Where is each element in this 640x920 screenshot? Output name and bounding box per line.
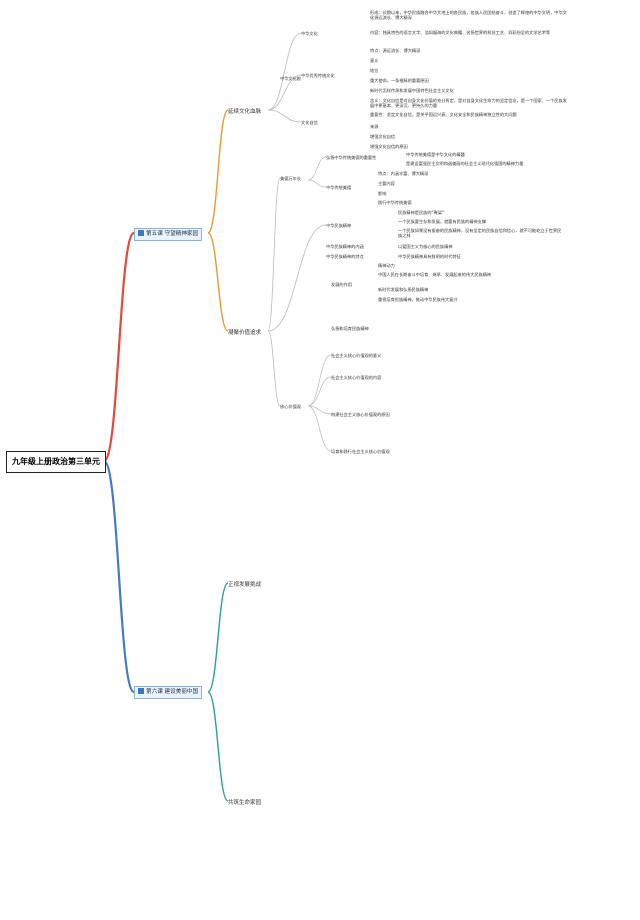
connector-line (267, 330, 281, 407)
leaf: 重大使命，一条根脉的重要原因 (370, 78, 429, 83)
sub-node: 文化自信 (301, 120, 318, 125)
connector-line (267, 32, 302, 111)
connector-line (307, 354, 332, 407)
leaf: 一个民族要生存和发展，就要有民族的精神支撑 (398, 219, 486, 224)
leaf: 中国人民在长期奋斗中培育、继承、发展起来的伟大民族精神 (378, 272, 492, 277)
connector-line (307, 179, 327, 188)
leaf: 增强文化自信的原因 (370, 144, 408, 149)
leaf: 以爱国主义为核心的民族精神 (398, 244, 453, 249)
leaf: 含义：文化自信是对自身文化价值的充分肯定，是对自身文化生命力的坚定信念，是一个国… (370, 98, 567, 109)
topic-icon (138, 688, 144, 694)
root-topic: 九年级上册政治第三单元 (6, 451, 106, 473)
sub-node: 核心价值观 (280, 404, 301, 409)
sub-node: 构建社会主义核心价值观的原因 (331, 412, 390, 417)
leaf: 新时代发展和弘扬民族精神 (378, 287, 429, 292)
leaf: 来源 (370, 124, 379, 129)
leaf: 形成：长期以来，中华民族融合中华大地上的各民族，各族人民团结奋斗，创造了辉煌的中… (370, 10, 567, 21)
leaf: 特点：源远流长、博大精深 (370, 48, 421, 53)
connector-line (102, 459, 136, 694)
leaf: 新时代怎样传承和发展中国特色社会主义文化 (370, 88, 454, 93)
sub-node: 中华优秀传统文化 (301, 73, 335, 78)
leaf: 增强文化自信 (370, 134, 396, 139)
u6-frame-2: 共筑生命家园 (228, 800, 262, 806)
leaf: 特点：内涵丰富、博大精深 (378, 171, 429, 176)
sub-node: 中华民族精神的特点 (326, 254, 364, 259)
leaf: 重要性：坚定文化自信，是关乎国运兴衰、文化安全和民族精神独立性的大问题 (370, 112, 517, 117)
connector-line (102, 231, 136, 463)
leaf: 民族精神是民族的“脊梁” (398, 210, 445, 215)
unit-6-node: 第六课 建设美丽中国 (134, 686, 203, 699)
u6-frame-1: 正视发展挑战 (228, 582, 262, 588)
sub-node: 中华传统美德 (326, 185, 352, 190)
leaf: 中华民族精神具有鲜明的时代特征 (398, 254, 461, 259)
sub-node: 培育和践行社会主义核心价值观 (331, 449, 390, 454)
u5-frame-2: 凝聚价值追求 (228, 330, 262, 336)
sub-node: 社会主义核心价值观的内容 (331, 375, 382, 380)
connector-line (307, 156, 327, 181)
sub-node: 发展的作用 (331, 282, 352, 287)
leaf: 内容：独具特色的语言文字、浩如烟海的文化典籍、名扬世界的科技工艺、异彩纷呈的文学… (370, 30, 551, 35)
leaf: 践行中华传统美德 (378, 200, 412, 205)
leaf: 精神动力 (378, 263, 395, 268)
connector-line (267, 74, 302, 111)
sub-node: 弘扬中华传统美德的重要性 (326, 155, 377, 160)
sub-node: 中华文化 (301, 31, 318, 36)
leaf: 主要内容 (378, 181, 395, 186)
connector-line (307, 405, 332, 452)
sub-node: 社会主义核心价值观的意义 (331, 353, 382, 358)
leaf: 地位 (370, 68, 379, 73)
sub-node: 弘扬和培育民族精神 (331, 326, 369, 331)
connector-line (267, 224, 327, 332)
leaf: 意义 (370, 58, 379, 63)
sub-node: 美德万年长 (280, 176, 301, 181)
unit-6-label: 第六课 建设美丽中国 (146, 689, 199, 695)
connector-line (267, 109, 302, 123)
unit-5-node: 第五课 守望精神家园 (134, 228, 203, 241)
connector-line (207, 691, 229, 802)
leaf: 是建设富强民主文明和谐美丽的社会主义现代化强国的精神力量 (406, 161, 524, 166)
connector-line (307, 376, 332, 407)
leaf: 一个民族如果没有振奋的民族精神，没有坚定的民族自信和信心，就不可能屹立于世界民族… (398, 228, 562, 239)
u5-frame-1: 延续文化血脉 (228, 109, 262, 115)
connector-line (207, 109, 229, 234)
leaf: 影响 (378, 191, 387, 196)
unit-5-label: 第五课 守望精神家园 (146, 231, 199, 237)
leaf: 重视培育民族精神，推动中华民族伟大复兴 (378, 297, 458, 302)
sub-node: 中华文化根 (280, 76, 301, 81)
sub-node: 中华民族精神的内涵 (326, 244, 364, 249)
connector-line (307, 405, 332, 415)
sub-node: 中华民族精神 (326, 223, 352, 228)
leaf: 中华传统美德是中华文化的精髓 (406, 152, 465, 157)
connector-line (207, 582, 229, 693)
topic-icon (138, 230, 144, 236)
connector-line (207, 232, 229, 332)
connector-line (267, 177, 281, 332)
